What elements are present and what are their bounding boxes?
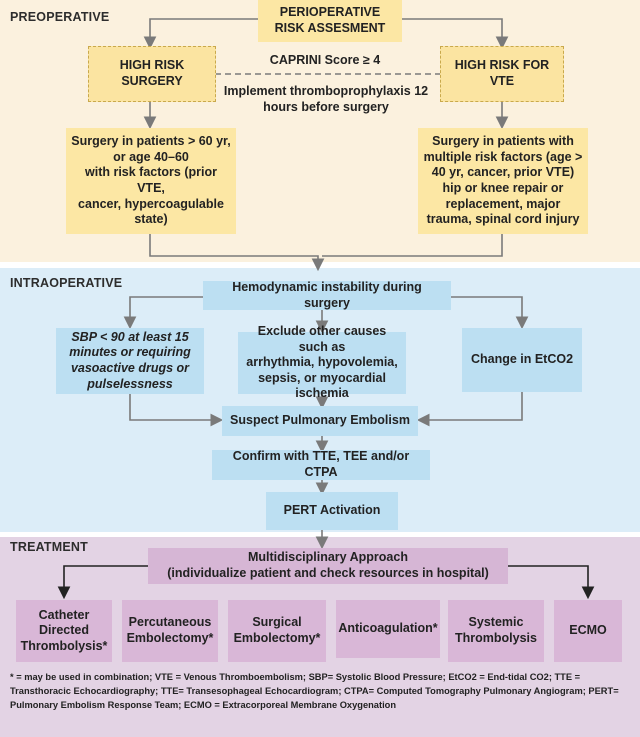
caprini-label: CAPRINI Score — [269, 53, 360, 67]
caprini-score: CAPRINI Score ≥ 4 — [250, 53, 400, 69]
treatment-option-catheter: Catheter Directed Thrombolysis* — [16, 600, 112, 662]
etco2-box: Change in EtCO2 — [462, 328, 582, 392]
section-title-intraoperative: INTRAOPERATIVE — [10, 276, 123, 290]
exclude-causes-box: Exclude other causes such as arrhythmia,… — [238, 324, 406, 400]
caprini-value: ≥ 4 — [362, 53, 381, 67]
treatment-option-ecmo: ECMO — [554, 600, 622, 662]
confirm-box: Confirm with TTE, TEE and/or CTPA — [212, 449, 430, 480]
treatment-option-percutaneous: Percutaneous Embolectomy* — [122, 600, 218, 662]
high-risk-vte-detail: Surgery in patients with multiple risk f… — [418, 128, 588, 234]
pert-activation-box: PERT Activation — [266, 492, 398, 530]
multidisciplinary-box: Multidisciplinary Approach (individualiz… — [148, 548, 508, 584]
section-title-preoperative: PREOPERATIVE — [10, 10, 110, 24]
sbp-box: SBP < 90 at least 15 minutes or requirin… — [56, 328, 204, 394]
treatment-option-surgical: Surgical Embolectomy* — [228, 600, 326, 662]
high-risk-surgery-detail: Surgery in patients > 60 yr, or age 40–6… — [66, 128, 236, 234]
treatment-option-anticoagulation: Anticoagulation* — [336, 600, 440, 658]
treatment-option-systemic: Systemic Thrombolysis — [448, 600, 544, 662]
suspect-pe-box: Suspect Pulmonary Embolism — [222, 406, 418, 436]
perioperative-risk-box: PERIOPERATIVE RISK ASSESMENT — [258, 0, 402, 42]
footnote: * = may be used in combination; VTE = Ve… — [10, 672, 619, 710]
implement-text: Implement thromboprophylaxis 12 hours be… — [223, 84, 429, 114]
section-title-treatment: TREATMENT — [10, 540, 88, 554]
hemodynamic-instability-box: Hemodynamic instability during surgery — [203, 280, 451, 310]
high-risk-vte-box: HIGH RISK FOR VTE — [440, 46, 564, 102]
high-risk-surgery-box: HIGH RISK SURGERY — [88, 46, 216, 102]
